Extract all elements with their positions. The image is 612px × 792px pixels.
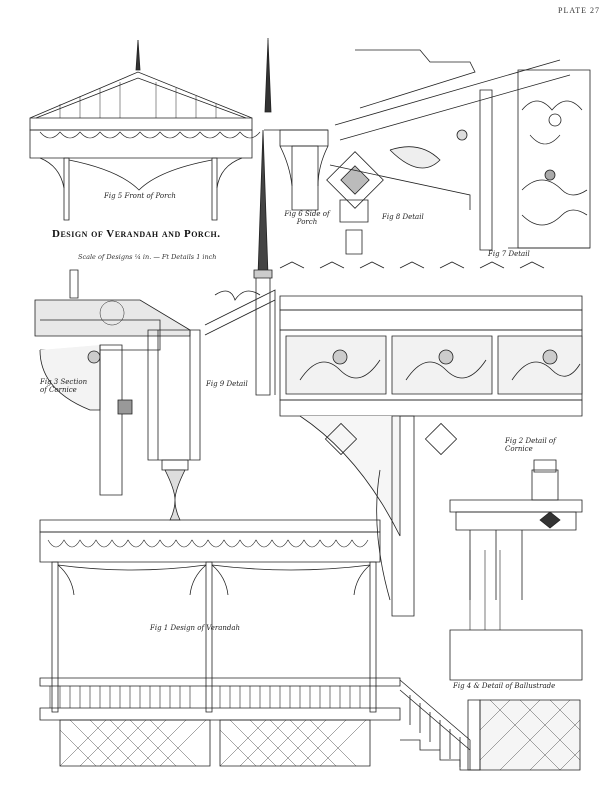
fig4-balustrade-drawing — [450, 460, 582, 680]
fig6-porch-side-drawing — [264, 38, 328, 210]
fig2-caption: Fig 2 Detail of Cornice — [505, 437, 556, 453]
fig2-cornice-detail-drawing — [280, 262, 582, 616]
fig3-caption: Fig 3 Section of Cornice — [40, 378, 88, 394]
fig9-caption: Fig 9 Detail — [206, 380, 248, 388]
plate-number: PLATE 27 — [558, 6, 600, 15]
stair-rail-top — [205, 290, 275, 395]
fig5-caption: Fig 5 Front of Porch — [104, 192, 176, 200]
fig9-pendant-drawing — [148, 330, 200, 520]
plate-title: Design of Verandah and Porch. — [52, 228, 221, 240]
fig1-verandah-drawing — [40, 520, 400, 766]
scale-note: Scale of Designs ¼ in. — Ft Details 1 in… — [78, 253, 217, 261]
fig3-cornice-section-drawing — [35, 270, 190, 495]
fig8-bracket-drawing — [327, 50, 570, 254]
fig7-caption: Fig 7 Detail — [488, 250, 530, 258]
fig1-caption: Fig 1 Design of Verandah — [150, 624, 241, 632]
fig6-caption: Fig 6 Side of Porch — [284, 210, 330, 226]
fig5-porch-front-drawing — [30, 40, 260, 220]
spire-post — [254, 130, 272, 395]
fig7-detail-drawing — [480, 70, 590, 250]
fig8-caption: Fig 8 Detail — [382, 213, 424, 221]
staircase-drawing — [400, 680, 580, 770]
fig4-caption: Fig 4 & Detail of Ballustrade — [453, 682, 556, 690]
